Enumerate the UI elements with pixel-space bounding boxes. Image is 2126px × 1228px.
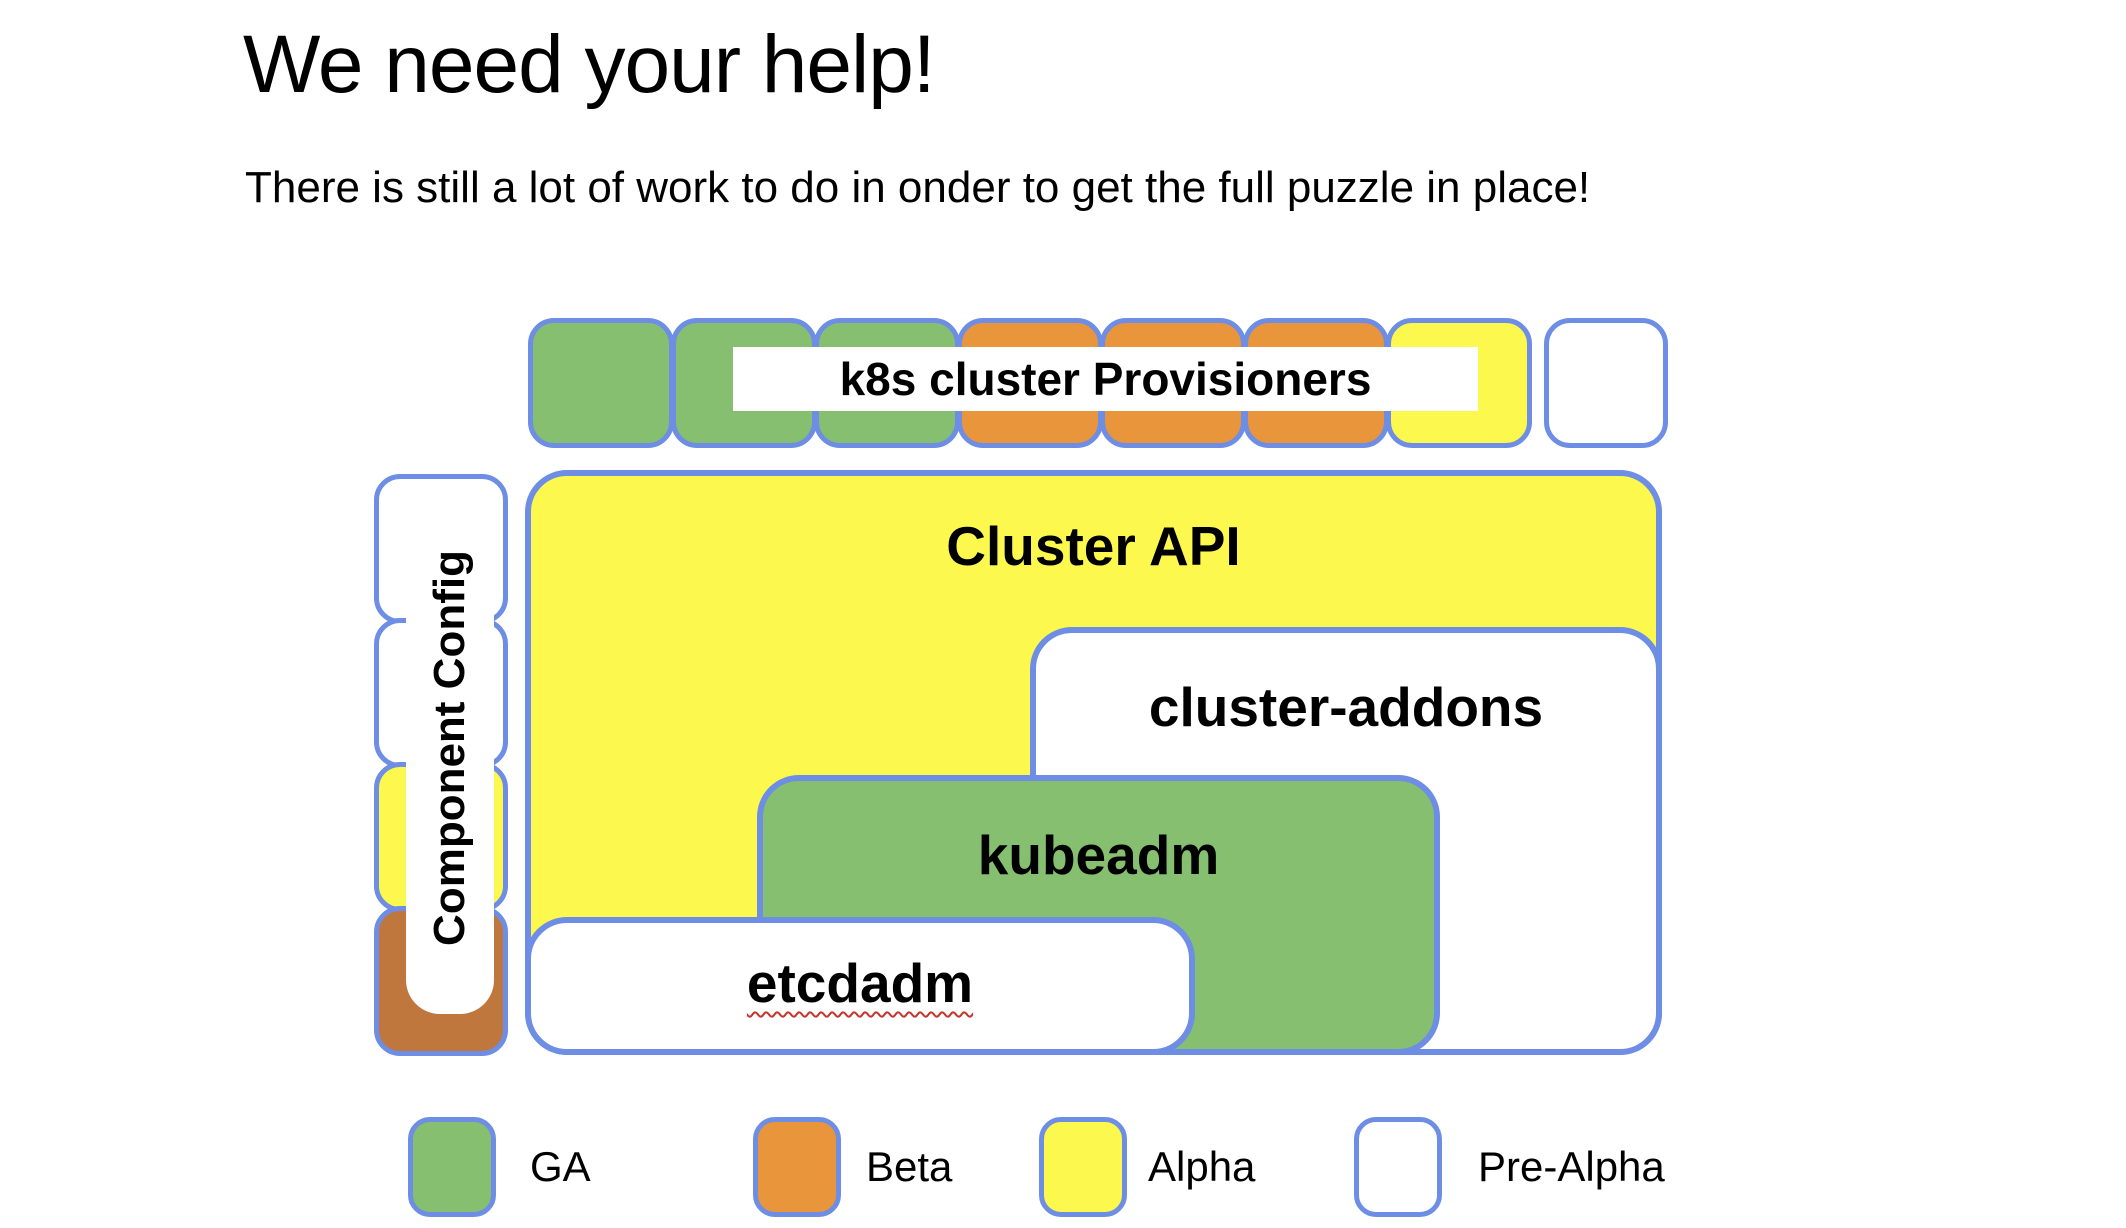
cluster-addons-label: cluster-addons <box>1148 676 1544 738</box>
component-config-label-box: Component Config <box>406 482 494 1014</box>
kubeadm-label: kubeadm <box>977 824 1220 886</box>
legend-label-pre-alpha: Pre-Alpha <box>1478 1143 1665 1190</box>
legend-swatch-alpha <box>1039 1117 1127 1217</box>
legend-swatch-pre-alpha <box>1354 1117 1442 1217</box>
cluster-api-label: Cluster API <box>946 515 1241 577</box>
legend-label-beta: Beta <box>866 1143 953 1190</box>
page-subtitle: There is still a lot of work to do in on… <box>245 163 1591 212</box>
component-config-label: Component Config <box>425 550 475 946</box>
page-title: We need your help! <box>243 19 936 110</box>
provisioner-piece-8 <box>1544 318 1668 448</box>
legend-swatch-beta <box>753 1117 841 1217</box>
etcdadm-box: etcdadm <box>525 917 1195 1055</box>
etcdadm-label: etcdadm <box>746 952 974 1014</box>
provisioners-row-label: k8s cluster Provisioners <box>733 347 1478 411</box>
provisioner-piece-1 <box>528 318 674 448</box>
legend-label-alpha: Alpha <box>1148 1143 1256 1190</box>
legend-swatch-ga <box>408 1117 496 1217</box>
legend-label-ga: GA <box>530 1143 591 1190</box>
